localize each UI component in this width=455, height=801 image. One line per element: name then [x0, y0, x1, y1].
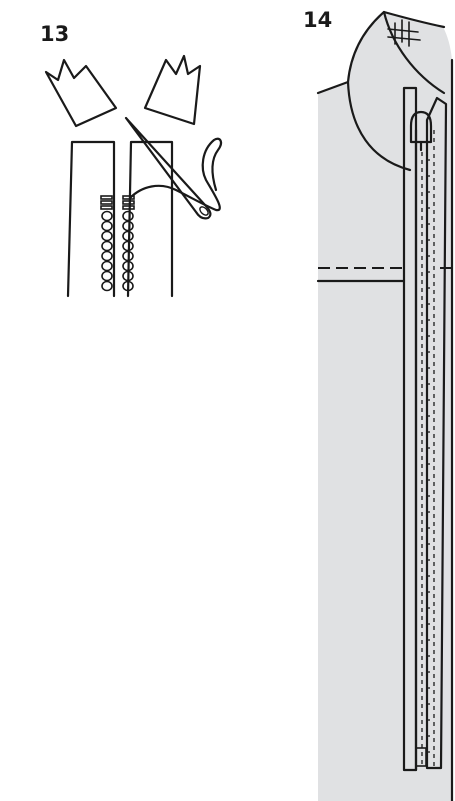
thread-icon	[128, 137, 223, 212]
collar-inner-curve	[382, 10, 446, 95]
neckline-curve	[346, 80, 412, 172]
zipper-tape-right	[126, 140, 174, 298]
zipper-teeth-right	[122, 210, 134, 292]
zipper-top-stop-right	[143, 54, 202, 126]
zipper-teeth	[426, 159, 430, 753]
garment-panel	[318, 12, 452, 801]
zipper-top-stop-left	[44, 58, 118, 128]
zipper-teeth-left	[101, 210, 113, 292]
step-14-label: 14	[303, 8, 333, 32]
bar-tack-right	[122, 195, 135, 210]
step-13-illustration	[44, 54, 223, 298]
collar-outline	[316, 10, 446, 95]
zipper-pull	[409, 110, 433, 144]
step-13-label: 13	[40, 22, 70, 46]
zipper-tape-left	[66, 140, 116, 298]
grain-mark-icon	[387, 19, 421, 47]
bar-tack-left	[100, 195, 113, 210]
zipper-tape-inner	[425, 96, 448, 770]
step-14-illustration	[316, 10, 454, 801]
needle-icon	[124, 116, 212, 220]
zipper-bottom-stop	[415, 747, 427, 767]
